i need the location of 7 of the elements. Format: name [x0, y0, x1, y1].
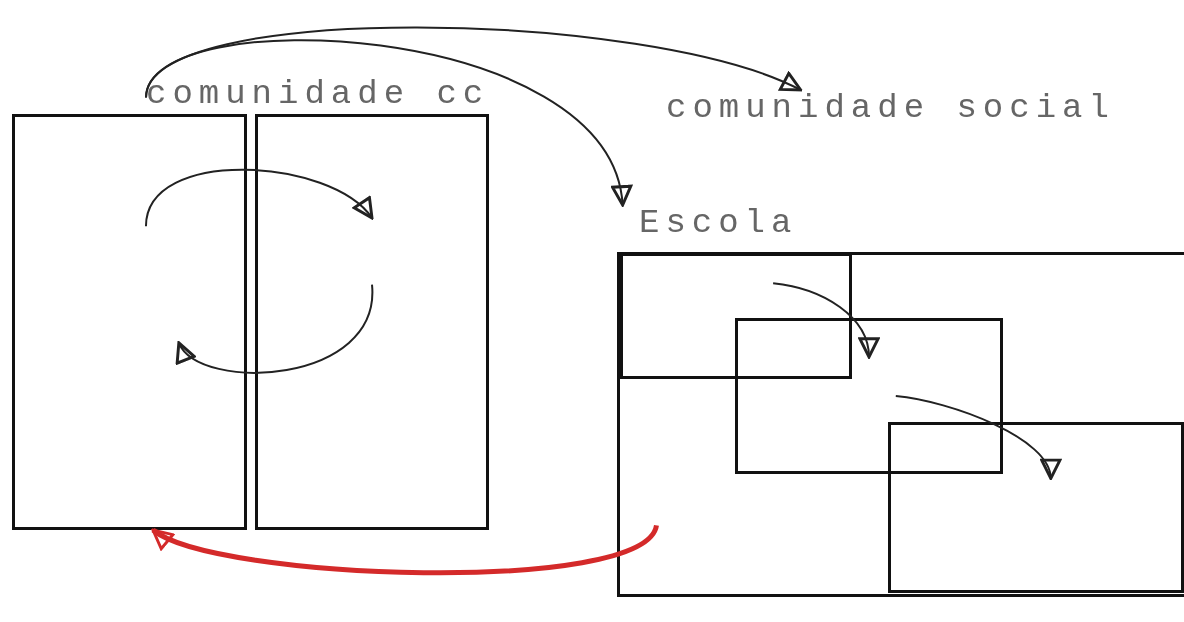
rectangle-box: [620, 253, 852, 379]
arrow: [151, 523, 659, 576]
rectangle-box: [12, 114, 247, 530]
group-title: comunidade social: [666, 90, 1115, 126]
group-title: Escola: [639, 205, 798, 241]
arrow: [177, 283, 373, 374]
rectangle-box: [255, 114, 489, 530]
